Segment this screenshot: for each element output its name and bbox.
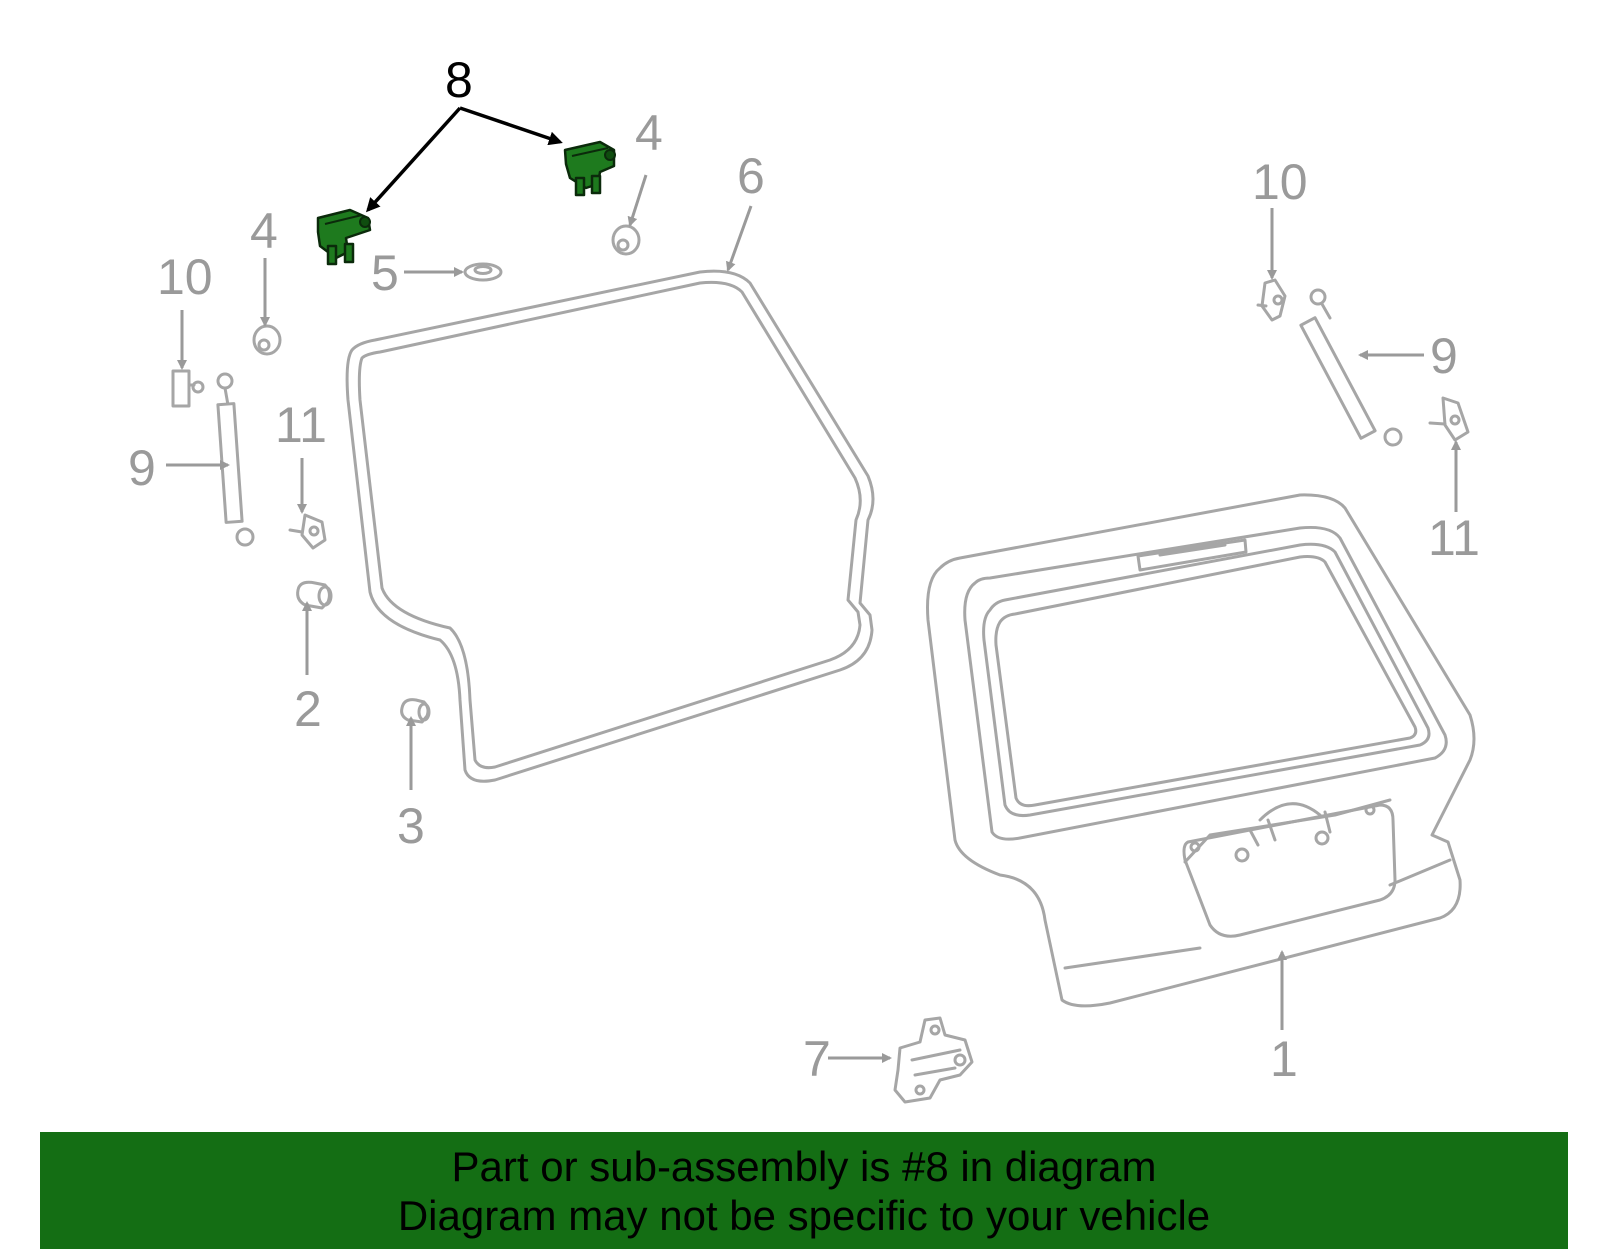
bracket-right-part-10 — [1256, 278, 1287, 322]
callout-1: 1 — [1270, 1031, 1298, 1087]
cushion-right-part-4 — [611, 224, 641, 256]
washer-part-5 — [463, 262, 503, 282]
striker-right-part-11 — [1428, 396, 1470, 442]
latch-part-7 — [893, 1016, 974, 1104]
cushion-part-3 — [400, 698, 431, 724]
info-banner: Part or sub-assembly is #8 in diagram Di… — [40, 1132, 1568, 1249]
strut-right-part-9 — [1299, 288, 1403, 447]
back-door-part-1 — [926, 493, 1476, 1008]
callout-2: 2 — [294, 681, 322, 737]
strut-left-part-9 — [216, 372, 255, 547]
callout-3: 3 — [397, 798, 425, 854]
callout-10-left: 10 — [157, 249, 213, 305]
cushion-left-part-4 — [252, 324, 282, 356]
callout-10-right: 10 — [1252, 154, 1308, 210]
weatherstrip-seal-part-6 — [345, 269, 875, 783]
callout-4-right: 4 — [635, 105, 663, 161]
callout-8: 8 — [445, 52, 473, 108]
callout-11-left: 11 — [275, 397, 327, 453]
leader-lines — [166, 106, 1461, 1063]
cushion-part-2 — [296, 580, 333, 610]
callout-9-right: 9 — [1430, 328, 1458, 384]
callout-9-left: 9 — [128, 440, 156, 496]
bracket-left-part-10 — [171, 369, 205, 408]
striker-left-part-11 — [288, 513, 327, 550]
callout-7: 7 — [803, 1031, 831, 1087]
banner-line-2: Diagram may not be specific to your vehi… — [397, 1192, 1211, 1239]
hinge-left-part-8 — [316, 208, 372, 266]
callout-5: 5 — [371, 245, 399, 301]
callout-11-right: 11 — [1428, 510, 1480, 566]
hinge-right-part-8 — [563, 140, 616, 197]
banner-line-1: Part or sub-assembly is #8 in diagram — [451, 1143, 1157, 1190]
callout-4-left: 4 — [250, 203, 278, 259]
callout-6: 6 — [737, 148, 765, 204]
